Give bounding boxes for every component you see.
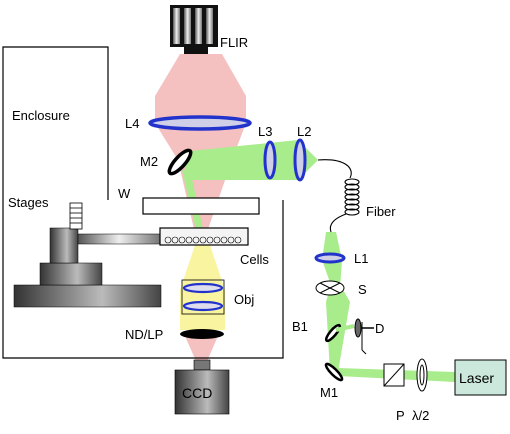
lens-l4 [148,115,252,131]
detector-d-label: D [375,321,384,336]
lens-l2 [293,138,307,182]
half-wave-plate-label: λ/2 [412,408,429,423]
flir-label: FLIR [220,35,248,50]
lens-l3 [263,140,277,180]
nd-lp-label: ND/LP [125,327,163,342]
stages-label: Stages [8,195,49,210]
mirror-m2-label: M2 [140,154,158,169]
window-w [142,197,260,215]
lens-l1 [314,252,346,264]
shutter-s-label: S [358,282,367,297]
stages-assembly [13,202,162,308]
beamsplitter-b1-label: B1 [292,319,308,334]
cells-label: Cells [240,252,269,267]
lens-l2-label: L2 [297,124,311,139]
enclosure-label: Enclosure [12,108,70,123]
detector-d [335,318,374,355]
nd-lp-filter [180,329,224,339]
lens-l1-label: L1 [354,251,368,266]
laser-box [454,359,507,396]
lens-l3-label: L3 [258,124,272,139]
mirror-m2 [167,148,193,176]
fiber-coil [317,159,360,233]
mirror-m1-label: M1 [320,385,338,400]
polarizer-p [383,363,405,387]
window-w-label: W [118,186,131,201]
laser-beam-upper [182,140,318,180]
fiber-label: Fiber [366,204,396,219]
ir-beam-top [155,54,246,123]
objective-label: Obj [234,292,254,307]
half-wave-plate [416,358,428,392]
visible-beam-to-ccd [185,336,218,368]
enclosure-outline [2,46,284,359]
ccd-camera [174,359,230,415]
objective [181,279,225,315]
lens-l4-label: L4 [125,116,139,131]
flir-camera [170,5,218,54]
ccd-label: CCD [182,385,212,401]
cell-dish [159,227,249,246]
shutter-s [315,280,345,296]
mirror-m1 [324,362,344,382]
laser-label: Laser [459,370,494,386]
polarizer-p-label: P [396,408,405,423]
